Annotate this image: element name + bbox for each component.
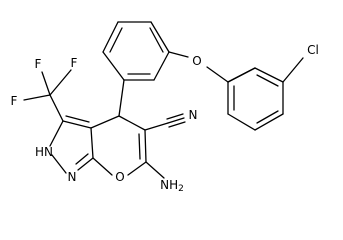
bond-c-cl bbox=[282, 57, 304, 83]
bond-n-c7a-double bbox=[75, 153, 89, 165]
bond-c3-nh bbox=[49, 120, 64, 147]
atom-chlorine: Cl bbox=[307, 43, 319, 57]
amino-subscript: 2 bbox=[178, 184, 184, 194]
bond-ph-4 bbox=[150, 21, 170, 53]
bond-c3-c3a bbox=[62, 120, 92, 129]
bond-clph-3 bbox=[254, 113, 284, 131]
atom-pyrazole-nh: HN bbox=[35, 145, 53, 159]
bond-clph-1 bbox=[254, 67, 284, 83]
bond-clph-4 bbox=[227, 113, 256, 131]
bond-cf3-pyrazole bbox=[49, 94, 64, 122]
bond-layer bbox=[23, 21, 304, 179]
bond-nitrile-1 bbox=[167, 117, 185, 124]
bond-c4-c5 bbox=[118, 115, 146, 131]
bond-c3-c3a-double bbox=[65, 115, 90, 123]
bond-c5-c6-double bbox=[138, 133, 141, 160]
bond-nh-n bbox=[51, 154, 67, 174]
bond-ph-5 bbox=[153, 51, 170, 81]
bond-clph-inner-1 bbox=[256, 74, 279, 87]
atom-amino-group: NH2 bbox=[160, 178, 184, 194]
bond-c4-phenyl bbox=[118, 79, 125, 117]
atom-label-layer: F F F Cl O O HN N N NH2 bbox=[11, 43, 319, 194]
bond-ph-inner-2 bbox=[149, 27, 164, 53]
atom-pyrazole-n: N bbox=[68, 170, 77, 184]
bond-c-f1 bbox=[41, 71, 51, 96]
bond-c6-nh2 bbox=[145, 161, 165, 179]
bond-n-c7a bbox=[77, 157, 94, 171]
atom-ring-oxygen: O bbox=[115, 170, 124, 184]
atom-fluorine-2: F bbox=[71, 56, 78, 70]
bond-clph-6 bbox=[227, 67, 256, 83]
bond-ph-o bbox=[168, 51, 189, 58]
bond-o-c7a bbox=[92, 157, 113, 176]
atom-nitrile-n: N bbox=[189, 108, 198, 122]
atom-fluorine-1: F bbox=[35, 57, 42, 71]
bond-c6-o bbox=[127, 161, 147, 176]
bond-c5-cn bbox=[144, 122, 169, 131]
bond-c3a-c7a bbox=[90, 127, 94, 159]
bond-o-ch2 bbox=[206, 66, 229, 83]
bond-c5-c6 bbox=[144, 129, 147, 163]
atom-ether-oxygen: O bbox=[192, 54, 201, 68]
bond-clph-inner-2 bbox=[256, 110, 279, 124]
bond-c-f3 bbox=[23, 94, 51, 101]
structure-canvas: F F F Cl O O HN N N NH2 bbox=[11, 21, 319, 194]
bond-ph-1 bbox=[102, 51, 125, 81]
bond-c-f2 bbox=[49, 69, 72, 96]
chemical-structure-drawing: F F F Cl O O HN N N NH2 bbox=[11, 21, 319, 194]
bond-nitrile-3 bbox=[168, 121, 186, 128]
bond-nitrile-2 bbox=[166, 113, 184, 120]
atom-fluorine-3: F bbox=[11, 94, 18, 108]
bond-c3a-c4 bbox=[90, 115, 120, 129]
bond-ph-2 bbox=[102, 21, 119, 53]
amino-nh: NH bbox=[160, 178, 178, 192]
bond-ph-inner-1 bbox=[109, 27, 123, 53]
